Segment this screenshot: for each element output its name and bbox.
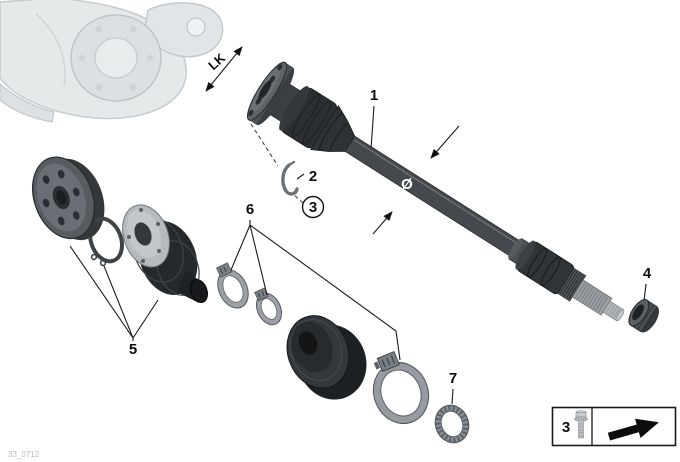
boot-clamp-small-2 (254, 287, 283, 326)
callout-5[interactable]: 5 (129, 341, 137, 358)
leader-line-4 (643, 283, 647, 302)
band-clamp-large (372, 350, 430, 424)
legend-item-number: 3 (562, 419, 570, 436)
boot-cover-cap (286, 315, 367, 400)
leader-bracket-6 (230, 220, 401, 361)
leader-bracket-5 (69, 245, 159, 341)
callout-3[interactable]: 3 (301, 195, 325, 219)
leader-lines (69, 105, 647, 405)
boot-clamp-small-1 (216, 262, 249, 309)
callout-3-circle[interactable] (301, 195, 325, 219)
flange-bolt-holes (42, 169, 80, 226)
diagram-code: 33_0712 (8, 450, 40, 459)
housing-bolt-dots (78, 25, 154, 91)
retaining-clip (281, 160, 299, 196)
diameter-arrow-upper (430, 125, 460, 159)
screw-icon (574, 410, 588, 439)
leader-line-1 (370, 105, 375, 150)
diameter-annotation: Ø (372, 125, 460, 235)
inner-flange-holes (248, 64, 283, 117)
differential-housing (0, 0, 224, 123)
diameter-symbol: Ø (401, 176, 413, 193)
snap-ring (88, 216, 124, 267)
collar-nut (628, 299, 660, 333)
cap-holes (127, 208, 161, 263)
flange-disc (32, 156, 105, 241)
legend-box: 3 (551, 406, 677, 447)
callout-4[interactable]: 4 (643, 265, 652, 282)
callout-2[interactable]: 2 (309, 168, 317, 185)
leader-line-2 (296, 173, 305, 180)
lk-label: LK (205, 50, 228, 73)
leader-line-7 (451, 388, 454, 405)
boot-with-cap (122, 204, 208, 304)
callout-7[interactable]: 7 (449, 370, 457, 387)
direction-arrow-icon (607, 418, 659, 441)
lk-dimension: LK (205, 46, 243, 92)
svg-text:3[interactable]: 3 (309, 199, 317, 216)
position-dashes (250, 123, 304, 204)
callout-6[interactable]: 6 (246, 201, 254, 218)
crimp-clamp-band (434, 404, 470, 444)
callout-1[interactable]: 1 (370, 87, 378, 104)
output-shaft (246, 61, 625, 322)
diameter-arrow-lower (372, 211, 393, 235)
